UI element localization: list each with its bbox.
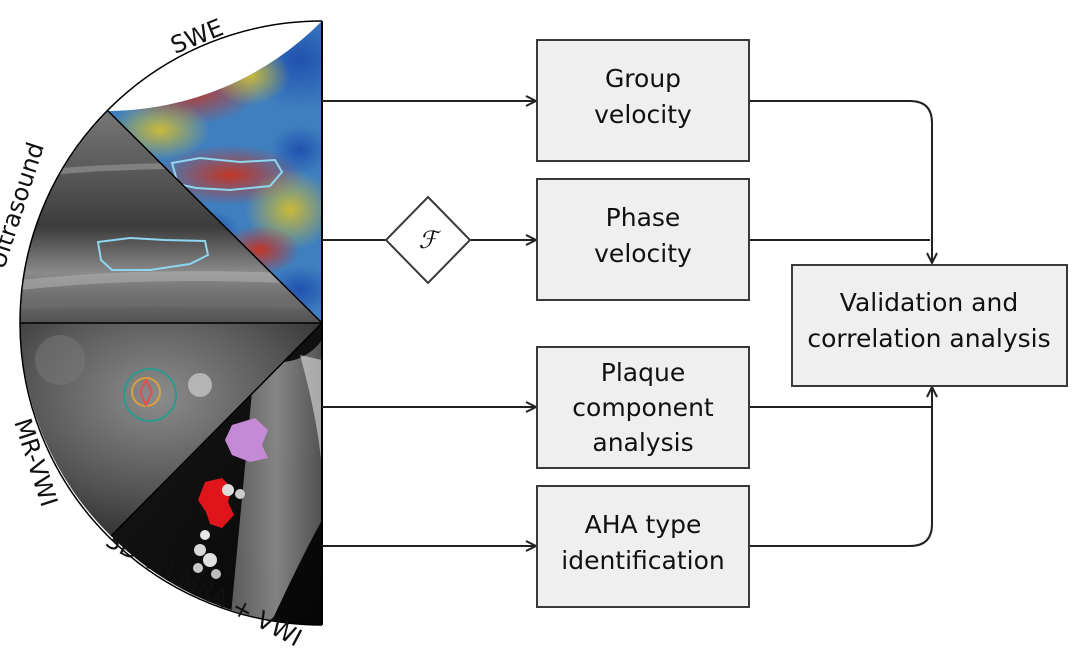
validation-line-2: correlation analysis xyxy=(807,324,1050,353)
phase-velocity-box: Phase velocity xyxy=(536,178,750,301)
plaque-component-rect xyxy=(536,346,750,469)
aha-type-line-1: AHA type xyxy=(585,510,702,539)
plaque-component-line-2: component xyxy=(572,393,714,422)
phase-velocity-rect xyxy=(536,178,750,301)
group-velocity-line-1: Group xyxy=(605,64,681,93)
plaque-component-line-3: analysis xyxy=(592,428,693,457)
validation-box: Validation and correlation analysis xyxy=(791,264,1068,387)
arrow-group-to-validation xyxy=(749,100,932,263)
segment-divider xyxy=(107,110,323,324)
swe-label: SWE xyxy=(167,13,228,59)
aha-type-box: AHA type identification xyxy=(536,485,750,608)
phase-velocity-line-2: velocity xyxy=(594,239,692,268)
validation-line-1: Validation and xyxy=(840,288,1018,317)
segment-divider xyxy=(110,322,323,537)
arrow-plaque-to-validation xyxy=(749,387,932,408)
plaque-component-line-1: Plaque xyxy=(601,358,685,387)
aha-type-line-2: identification xyxy=(561,546,725,575)
validation-rect xyxy=(791,264,1068,387)
semicircle-arc xyxy=(19,20,323,626)
aha-type-rect xyxy=(536,485,750,608)
group-velocity-line-2: velocity xyxy=(594,100,692,129)
diamond-shape xyxy=(384,195,472,285)
group-velocity-box: Group velocity xyxy=(536,39,750,162)
connectors xyxy=(322,101,932,546)
group-velocity-rect xyxy=(536,39,750,162)
arrow-aha-to-validation xyxy=(749,407,933,547)
plaque-component-box: Plaque component analysis xyxy=(536,346,750,469)
modality-semicircle: SWE Ultrasound MR-VWI 3D VR MRA + VWI xyxy=(0,13,323,652)
fourier-transform-node: ℱ xyxy=(384,195,472,285)
fourier-symbol: ℱ xyxy=(419,226,442,254)
phase-velocity-line-1: Phase xyxy=(606,203,681,232)
